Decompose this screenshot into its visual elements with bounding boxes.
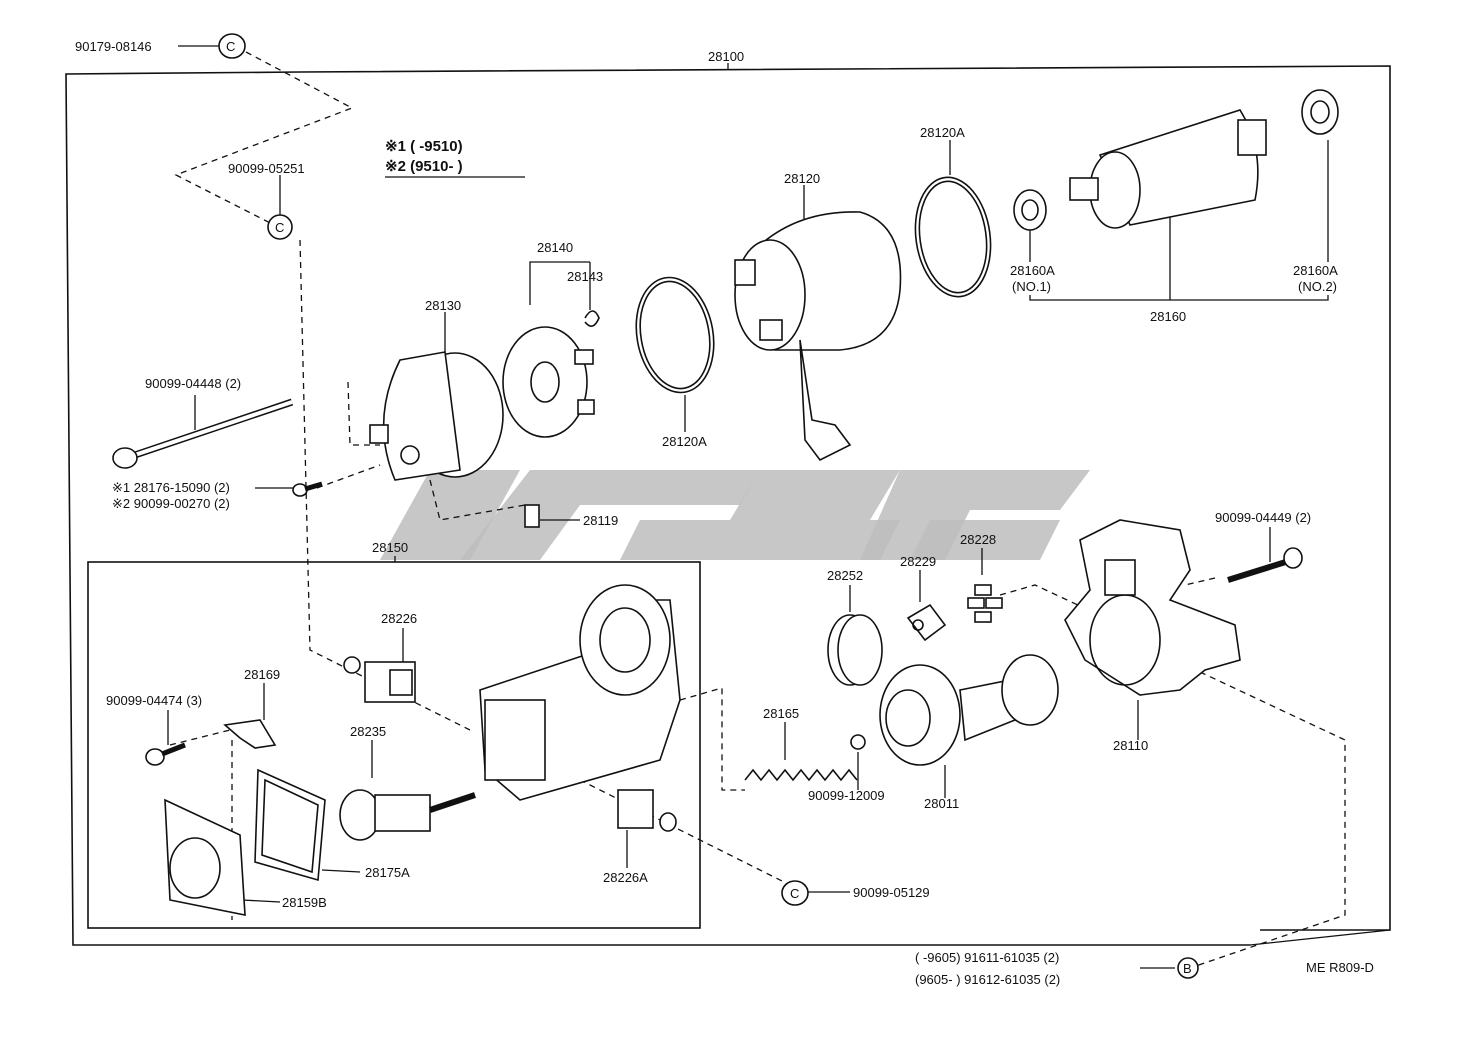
spring-28143 [584,310,600,327]
label-bolt-91612-61035: (9605- ) 91612-61035 (2) [915,972,1060,987]
label-28160A-no1-sub: (NO.1) [1012,279,1051,294]
legend-line-1: ※1 ( -9510) [385,138,463,155]
label-28228: 28228 [960,532,996,547]
label-28130: 28130 [425,298,461,313]
label-28100: 28100 [708,49,744,64]
gasket-28175A [254,768,326,882]
label-28252: 28252 [827,568,863,583]
end-cover-28159B [164,798,246,916]
svg-text:C: C [226,39,235,54]
bearing-28160A-no1 [1013,189,1047,231]
label-28143: 28143 [567,269,603,284]
commutator-end-frame-28130 [369,351,504,481]
label-28175A: 28175A [365,865,410,880]
label-90099-04448: 90099-04448 (2) [145,376,241,391]
callout-b-letter: B [1183,961,1192,976]
reference-code: ME R809-D [1306,960,1374,975]
label-28169: 28169 [244,667,280,682]
screw-90099-04474 [145,742,186,766]
spring-28165 [744,768,858,782]
label-90099-05251: 90099-05251 [228,161,305,176]
rollers-28228 [967,584,1003,623]
o-ring-28120A-lower [635,276,715,394]
assembly-frame-28100 [65,65,1391,946]
label-28235: 28235 [350,724,386,739]
label-28120A-lower: 28120A [662,434,707,449]
label-28160A-no2: 28160A [1293,263,1338,278]
label-28229: 28229 [900,554,936,569]
armature-28160 [1069,109,1267,229]
label-28226: 28226 [381,611,417,626]
nut-90099-05129: C [781,880,809,906]
legend: ※1 ( -9510) ※2 (9510- ) [385,138,525,178]
callout-b-marker [1177,957,1199,979]
label-28160: 28160 [1150,309,1186,324]
plunger-28235 [339,789,476,841]
nut-90179-08146: C [218,33,246,59]
svg-text:C: C [790,886,799,901]
label-28110: 28110 [1113,738,1148,753]
ball-90099-12009 [850,734,866,750]
label-28165: 28165 [763,706,799,721]
label-90099-05129: 90099-05129 [853,885,930,900]
magnetic-switch-housing [479,584,681,801]
brush-holder-28140 [502,326,595,438]
label-28120: 28120 [784,171,820,186]
label-bolt-91611-61035: ( -9605) 91611-61035 (2) [915,950,1059,965]
o-ring-28120A-upper [914,176,992,298]
idle-gear-28252 [827,614,883,686]
label-90179-08146: 90179-08146 [75,39,152,54]
label-28119: 28119 [583,513,618,528]
yoke-28120 [734,211,902,462]
label-90099-00270: ※2 90099-00270 (2) [112,496,230,511]
screw-28176-15090 [292,481,323,497]
bearing-28160A-no2 [1301,89,1339,135]
terminal-kit-28226A [617,789,677,832]
label-28176-15090: ※1 28176-15090 (2) [112,480,230,495]
leader-lines [167,45,1329,969]
watermark-logo [380,470,1090,560]
housing-28110 [1064,519,1241,696]
clutch-starter-28011 [879,654,1059,766]
bracket-28169 [223,719,277,749]
lead-wire-28119 [524,504,540,528]
nut-90099-05251: C [267,214,293,240]
bolt-90099-04449 [1227,547,1303,583]
label-28140: 28140 [537,240,573,255]
legend-line-2: ※2 (9510- ) [385,158,463,175]
label-28150: 28150 [372,540,408,555]
subassembly-frame-28150 [87,561,701,929]
label-28011: 28011 [924,796,959,811]
label-28159B: 28159B [282,895,327,910]
label-28160A-no2-sub: (NO.2) [1298,279,1337,294]
label-28160A-no1: 28160A [1010,263,1055,278]
retainer-28229 [906,603,947,642]
part-labels: 90179-08146 28100 90099-05251 28130 2814… [75,39,1374,987]
svg-text:C: C [275,220,284,235]
label-90099-04449: 90099-04449 (2) [1215,510,1311,525]
label-28226A: 28226A [603,870,648,885]
label-90099-04474: 90099-04474 (3) [106,693,202,708]
terminal-kit-28226 [343,656,416,703]
label-28120A-upper: 28120A [920,125,965,140]
label-90099-12009: 90099-12009 [808,788,885,803]
through-bolt-90099-04448 [112,398,294,469]
